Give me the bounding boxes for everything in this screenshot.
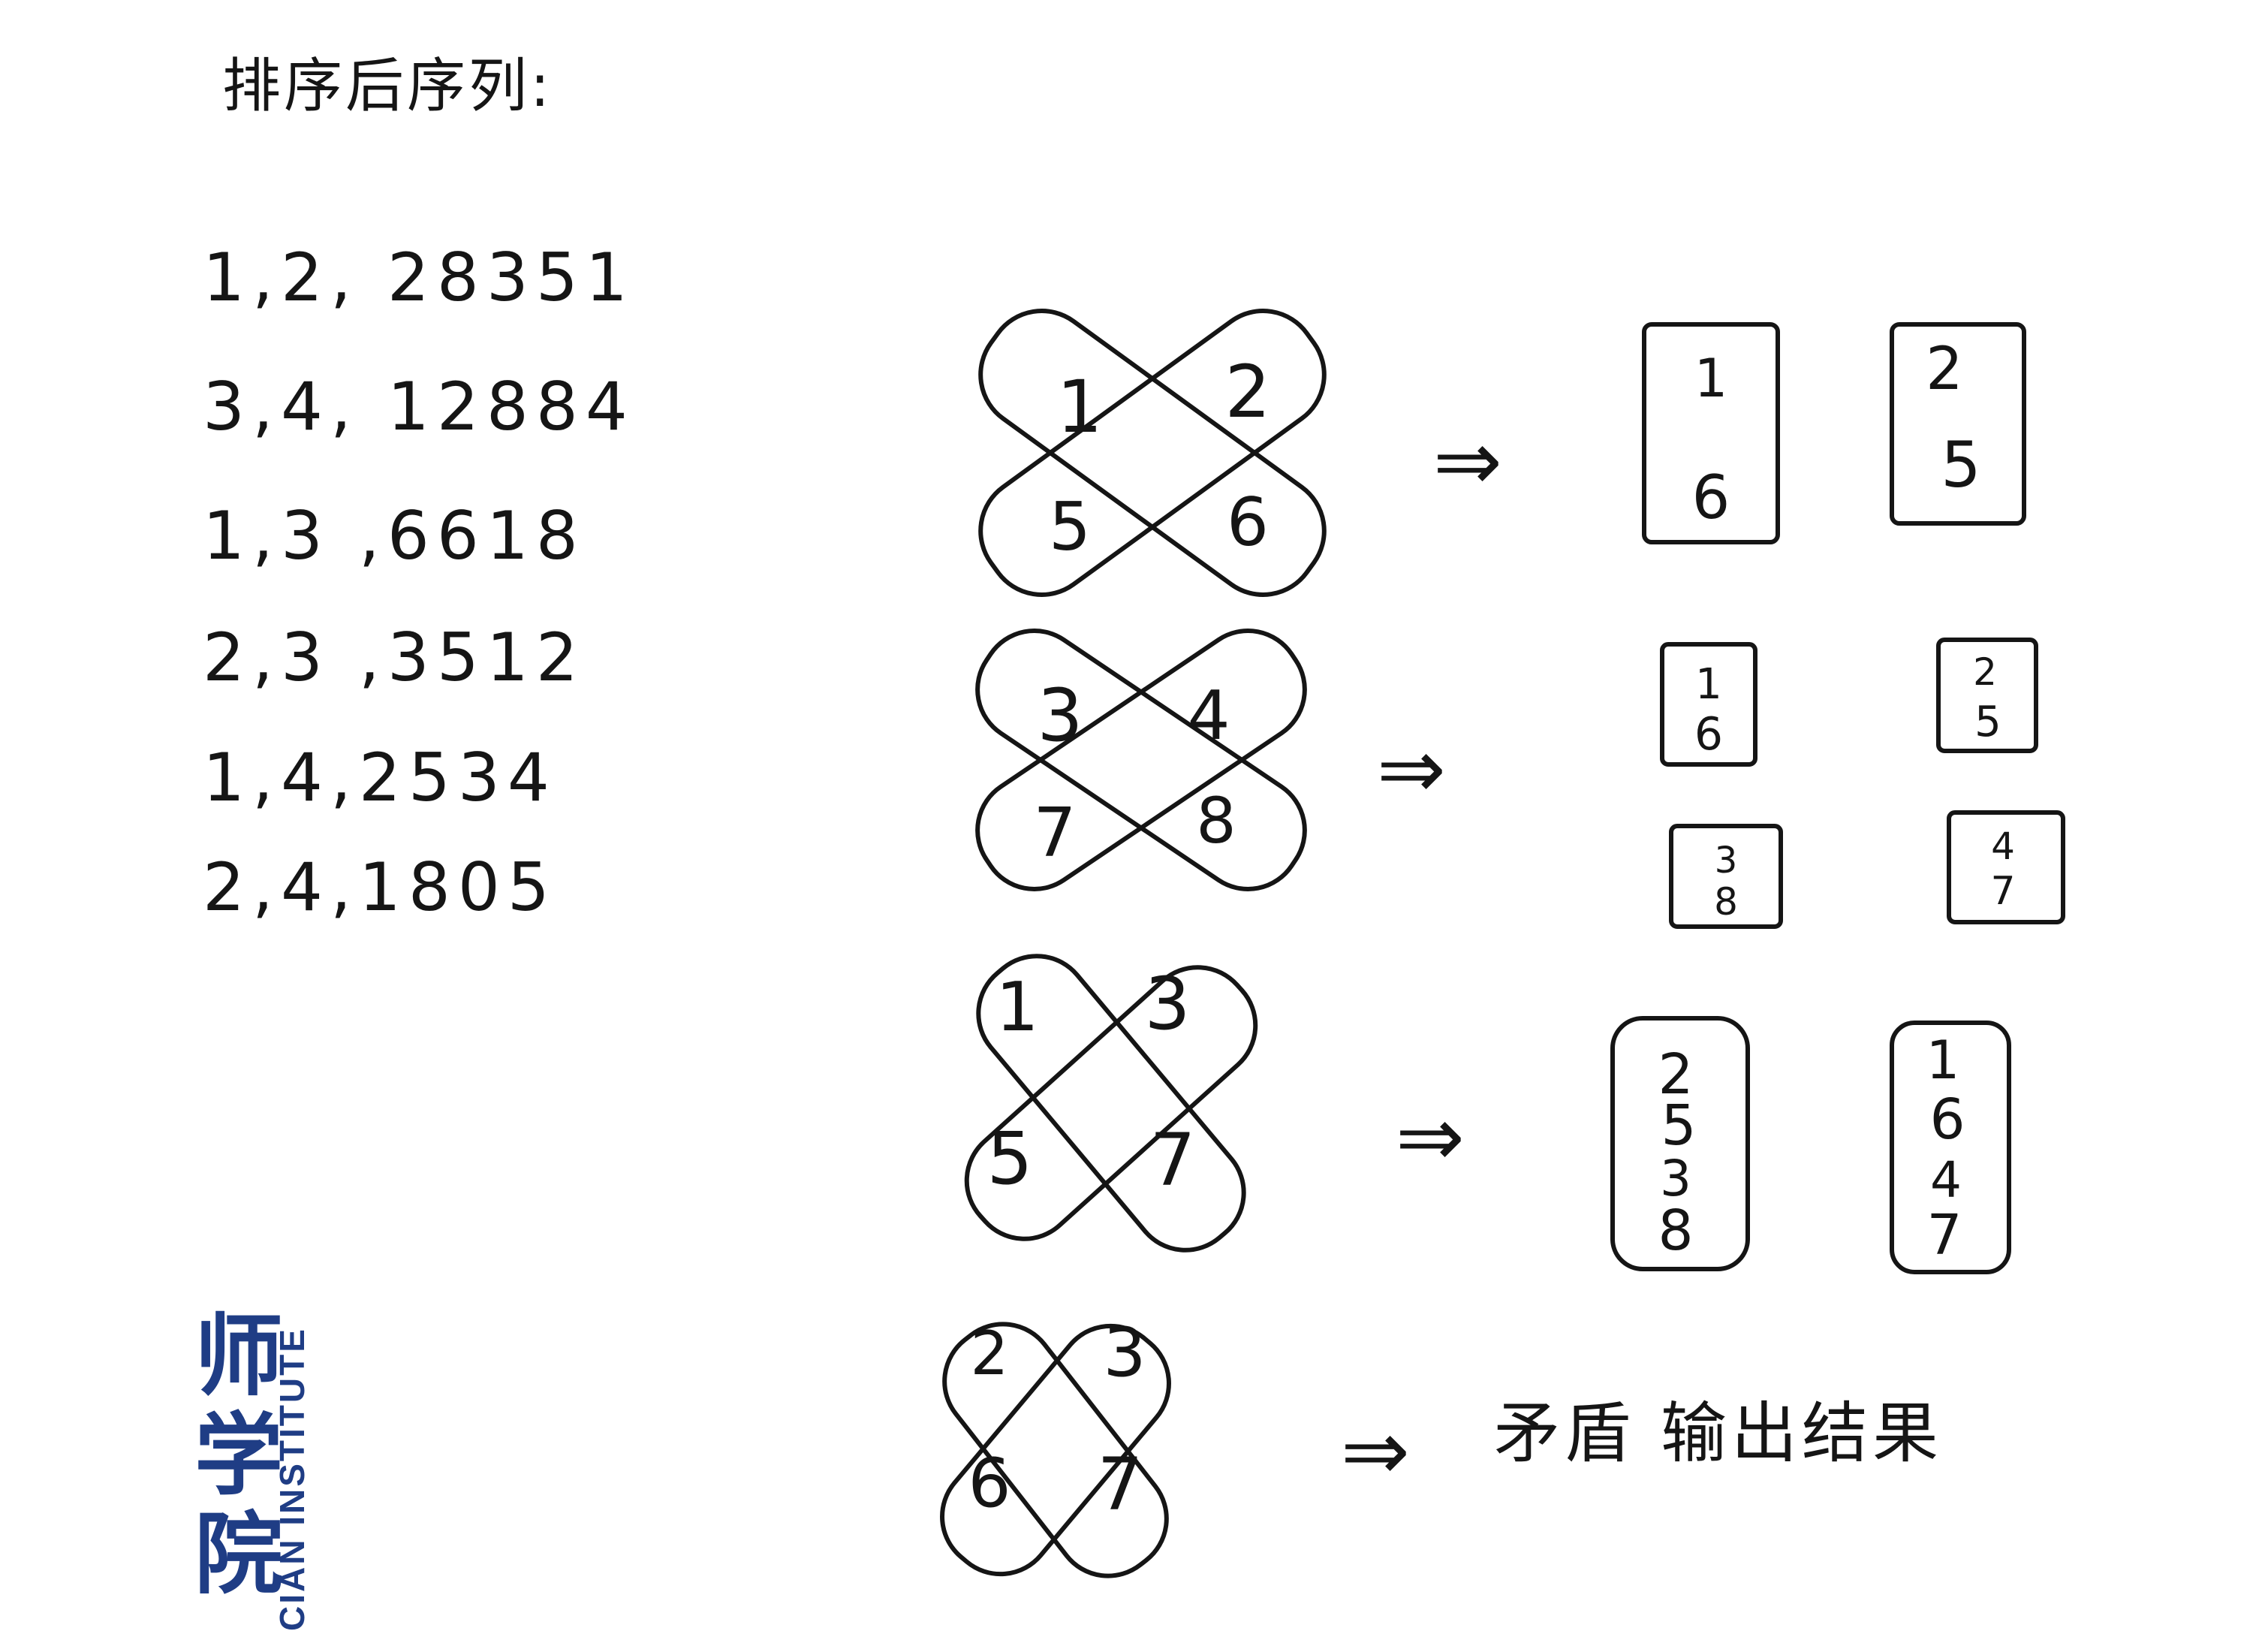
group-number: 2 — [1926, 336, 1963, 403]
cross-number: 2 — [1224, 350, 1270, 434]
group-box: 2 5 — [1936, 638, 2038, 753]
cross-band — [975, 628, 1307, 892]
group-number: 2 — [1973, 650, 1997, 694]
implies-arrow: ⇒ — [1396, 1089, 1465, 1185]
cross-band — [940, 1323, 1171, 1577]
cross-number: 3 — [1037, 674, 1083, 758]
cross-number: 2 — [971, 1319, 1009, 1388]
group-box: 2 5 — [1890, 322, 2026, 526]
cross-number: 1 — [995, 968, 1038, 1047]
cross-diagram: 1 2 5 6 — [978, 309, 1327, 597]
cross-diagram: 2 3 6 7 — [940, 1313, 1171, 1578]
cross-number: 5 — [986, 1117, 1032, 1201]
group-number: 6 — [1692, 463, 1730, 532]
group-number: 1 — [1695, 660, 1722, 709]
cross-number: 4 — [1187, 677, 1230, 755]
group-number: 3 — [1715, 840, 1738, 882]
group-number: 6 — [1929, 1087, 1965, 1152]
group-number: 7 — [1926, 1203, 1962, 1268]
cross-band — [964, 965, 1258, 1241]
cross-number: 7 — [1033, 794, 1076, 873]
sorted-pair-row: 2,3 ,3512 — [203, 619, 586, 696]
implies-arrow: ⇒ — [1377, 721, 1446, 817]
cross-diagram: 1 3 5 7 — [964, 954, 1258, 1253]
watermark-institute-english: CIAN INSTITUTE — [273, 1327, 312, 1631]
group-box: 2 5 3 8 — [1610, 1016, 1750, 1271]
sorted-pair-row: 1,2, 28351 — [203, 239, 635, 316]
group-box: 3 8 — [1669, 824, 1783, 929]
watermark-institute-name: 师学院 — [194, 1304, 283, 1606]
cross-band — [976, 954, 1246, 1253]
sorted-pair-row: 1,3 ,6618 — [203, 497, 586, 574]
cross-band — [978, 309, 1327, 597]
group-number: 7 — [1990, 869, 2015, 914]
group-number: 8 — [1658, 1198, 1693, 1263]
group-number: 1 — [1926, 1030, 1960, 1091]
group-box: 1 6 — [1642, 322, 1780, 544]
cross-number: 6 — [1227, 484, 1269, 561]
group-number: 4 — [1991, 825, 2015, 868]
cross-number: 3 — [1103, 1313, 1146, 1392]
cross-diagram: 3 4 7 8 — [975, 628, 1307, 892]
group-box: 4 7 — [1947, 810, 2065, 924]
group-number: 5 — [1974, 698, 2001, 746]
cross-number: 6 — [968, 1444, 1011, 1523]
group-number: 1 — [1694, 348, 1728, 409]
result-text: 矛盾 输出结果 — [1494, 1394, 1943, 1472]
group-number: 8 — [1714, 880, 1738, 924]
sorted-pair-row: 2,4,1805 — [203, 849, 557, 926]
group-box: 1 6 — [1660, 642, 1757, 767]
implies-arrow: ⇒ — [1433, 413, 1502, 509]
group-number: 6 — [1694, 708, 1723, 761]
implies-arrow: ⇒ — [1341, 1403, 1410, 1499]
cross-number: 7 — [1149, 1118, 1195, 1202]
cross-number: 8 — [1196, 784, 1236, 858]
cross-number: 1 — [1056, 365, 1102, 449]
cross-number: 7 — [1097, 1443, 1143, 1527]
cross-number: 5 — [1049, 488, 1091, 565]
cross-band — [978, 309, 1327, 597]
cross-band — [942, 1322, 1169, 1578]
sorted-pair-row: 1,4,2534 — [203, 739, 557, 816]
group-number: 2 — [1658, 1042, 1693, 1107]
cross-number: 3 — [1144, 962, 1190, 1046]
group-number: 4 — [1930, 1151, 1962, 1209]
sorted-pair-row: 3,4, 12884 — [203, 368, 635, 445]
group-number: 5 — [1661, 1093, 1696, 1158]
group-box: 1 6 4 7 — [1890, 1021, 2011, 1274]
cross-band — [975, 628, 1307, 892]
page-title: 排序后序列: — [222, 53, 553, 120]
group-number: 3 — [1660, 1150, 1691, 1207]
group-number: 5 — [1941, 428, 1980, 502]
